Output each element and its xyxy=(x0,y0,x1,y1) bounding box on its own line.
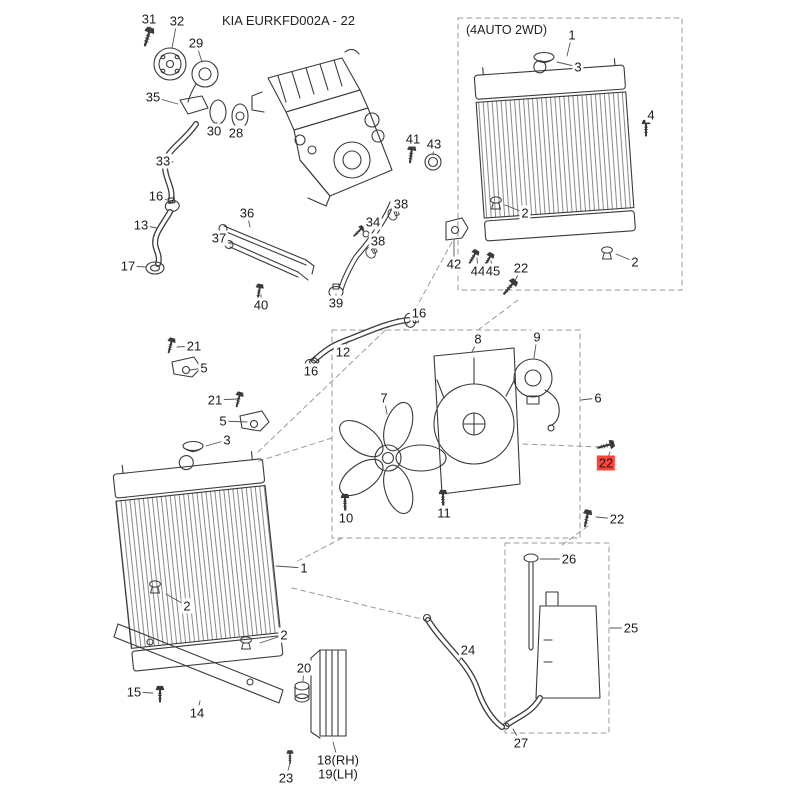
bypass-hose-art xyxy=(309,317,411,365)
overflow-hose-art xyxy=(422,613,505,730)
part-label-16[interactable]: 16 xyxy=(301,363,321,379)
part-label-2[interactable]: 2 xyxy=(181,598,193,614)
part-label-41[interactable]: 41 xyxy=(403,131,423,147)
part-label-11[interactable]: 11 xyxy=(435,505,453,521)
part-label-5[interactable]: 5 xyxy=(217,413,229,429)
fan-motor-art xyxy=(513,358,560,432)
part-label-27[interactable]: 27 xyxy=(511,735,531,751)
engine-art xyxy=(251,48,393,207)
part-label-31[interactable]: 31 xyxy=(139,11,159,27)
fan-shroud-art xyxy=(433,347,521,495)
part-label-44[interactable]: 44 xyxy=(468,263,488,279)
part-label-5[interactable]: 5 xyxy=(198,360,210,376)
part-label-19-LH-[interactable]: 19(LH) xyxy=(316,766,360,782)
part-label-20[interactable]: 20 xyxy=(294,660,314,676)
part-label-21[interactable]: 21 xyxy=(184,338,204,354)
radiator-4auto2wd-art xyxy=(473,58,636,242)
part-label-25[interactable]: 25 xyxy=(621,620,641,636)
group-box-reservoir xyxy=(504,542,610,734)
radiator-bracket-art xyxy=(171,356,270,432)
lower-hose-art xyxy=(152,209,173,267)
part-label-23[interactable]: 23 xyxy=(276,770,296,786)
part-label-2[interactable]: 2 xyxy=(629,254,641,270)
group-box-4auto2wd xyxy=(457,17,683,291)
part-label-7[interactable]: 7 xyxy=(378,390,390,406)
air-guard-art xyxy=(310,649,347,739)
part-label-2[interactable]: 2 xyxy=(519,205,531,221)
outlet-bracket-art xyxy=(445,217,469,241)
part-label-22[interactable]: 22 xyxy=(511,260,531,276)
part-label-34[interactable]: 34 xyxy=(363,214,383,230)
part-label-6[interactable]: 6 xyxy=(592,390,604,406)
part-label-35[interactable]: 35 xyxy=(143,89,163,105)
part-label-2[interactable]: 2 xyxy=(278,627,290,643)
lower-support-art xyxy=(113,623,284,704)
main-radiator-art xyxy=(112,451,284,672)
reservoir-tank-art xyxy=(535,591,601,699)
part-label-8[interactable]: 8 xyxy=(472,331,484,347)
part-label-14[interactable]: 14 xyxy=(187,705,207,721)
fan-blade-art xyxy=(339,401,447,515)
part-label-30[interactable]: 30 xyxy=(204,123,224,139)
reservoir-cap-art xyxy=(523,553,539,651)
part-label-10[interactable]: 10 xyxy=(336,510,356,526)
diagram-title: KIA EURKFD002A - 22 xyxy=(222,13,355,28)
part-label-24[interactable]: 24 xyxy=(458,642,478,658)
part-label-40[interactable]: 40 xyxy=(251,297,271,313)
part-label-28[interactable]: 28 xyxy=(226,125,246,141)
mount-insulator-art xyxy=(294,681,310,703)
part-label-1[interactable]: 1 xyxy=(298,560,310,576)
part-label-3[interactable]: 3 xyxy=(221,432,233,448)
part-label-39[interactable]: 39 xyxy=(326,295,346,311)
part-label-45[interactable]: 45 xyxy=(483,263,503,279)
water-pipes-art xyxy=(218,223,315,281)
part-label-17[interactable]: 17 xyxy=(118,258,138,274)
part-label-42[interactable]: 42 xyxy=(444,256,464,272)
part-label-22[interactable]: 22 xyxy=(607,511,627,527)
part-label-18-RH-[interactable]: 18(RH) xyxy=(315,752,361,768)
hose-end-fitting-art xyxy=(145,261,165,275)
part-label-32[interactable]: 32 xyxy=(167,13,187,29)
part-label-38[interactable]: 38 xyxy=(391,196,411,212)
part-label-26[interactable]: 26 xyxy=(559,551,579,567)
part-label-33[interactable]: 33 xyxy=(153,153,173,169)
part-label-4[interactable]: 4 xyxy=(645,107,657,123)
part-label-15[interactable]: 15 xyxy=(124,684,144,700)
part-label-16[interactable]: 16 xyxy=(409,305,429,321)
part-label-43[interactable]: 43 xyxy=(424,136,444,152)
part-label-37[interactable]: 37 xyxy=(209,230,229,246)
part-label-3[interactable]: 3 xyxy=(572,59,584,75)
part-label-16[interactable]: 16 xyxy=(146,188,166,204)
part-label-22-highlighted[interactable]: 22 xyxy=(596,455,616,471)
part-label-36[interactable]: 36 xyxy=(237,205,257,221)
group-box-fan-assembly xyxy=(331,329,581,539)
part-label-13[interactable]: 13 xyxy=(131,217,151,233)
part-label-29[interactable]: 29 xyxy=(186,35,206,51)
part-label-38[interactable]: 38 xyxy=(368,233,388,249)
part-label-21[interactable]: 21 xyxy=(205,392,225,408)
variant-label: (4AUTO 2WD) xyxy=(466,23,548,37)
part-label-12[interactable]: 12 xyxy=(333,344,353,360)
part-label-1[interactable]: 1 xyxy=(566,27,578,43)
part-label-9[interactable]: 9 xyxy=(531,329,543,345)
